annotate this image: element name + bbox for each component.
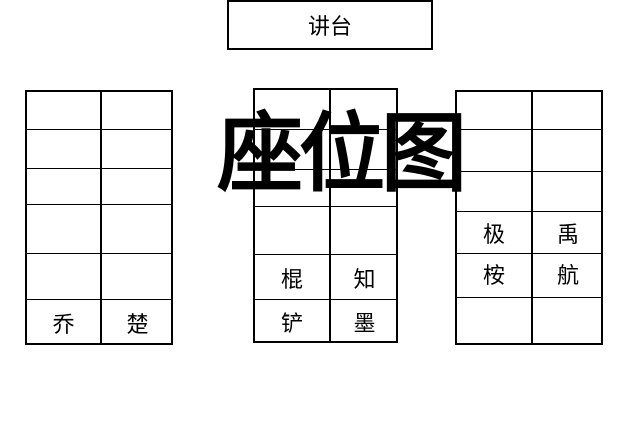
seat-row — [255, 90, 396, 130]
seat-row — [27, 130, 171, 169]
podium-top-edge — [227, 0, 433, 3]
seat-divider — [531, 92, 533, 343]
seat-divider — [100, 92, 102, 343]
seat-name: 知 — [353, 267, 376, 293]
seat-row — [27, 169, 171, 205]
seat-row — [27, 92, 171, 130]
seating-chart-title: 座位图 — [217, 104, 467, 204]
seat-row — [255, 170, 396, 207]
seat-block-middle: 棍 知 铲 墨 — [253, 88, 398, 343]
seat-row — [457, 92, 601, 130]
seat-row — [457, 212, 601, 254]
podium: 讲台 — [227, 2, 433, 50]
seat-row — [457, 254, 601, 298]
seat-name: 禹 — [556, 223, 579, 248]
seat-divider — [329, 90, 331, 341]
seat-name: 航 — [556, 264, 579, 289]
seat-block-right: 极 禹 桉 航 — [455, 90, 603, 345]
seat-name: 铲 — [280, 311, 303, 337]
seat-row — [255, 130, 396, 170]
seat-name: 桉 — [482, 264, 505, 289]
seat-block-left: 乔 楚 — [25, 90, 173, 345]
podium-label: 讲台 — [307, 15, 352, 40]
seat-row — [457, 172, 601, 212]
seat-name: 棍 — [280, 267, 303, 293]
seat-row — [255, 207, 396, 255]
seat-name: 乔 — [52, 312, 75, 338]
seat-name: 极 — [482, 223, 505, 248]
seat-row — [27, 254, 171, 300]
seat-row — [457, 130, 601, 172]
seat-name: 墨 — [353, 311, 376, 337]
seat-row — [255, 255, 396, 300]
seat-row — [27, 205, 171, 254]
seat-name: 楚 — [126, 312, 149, 338]
